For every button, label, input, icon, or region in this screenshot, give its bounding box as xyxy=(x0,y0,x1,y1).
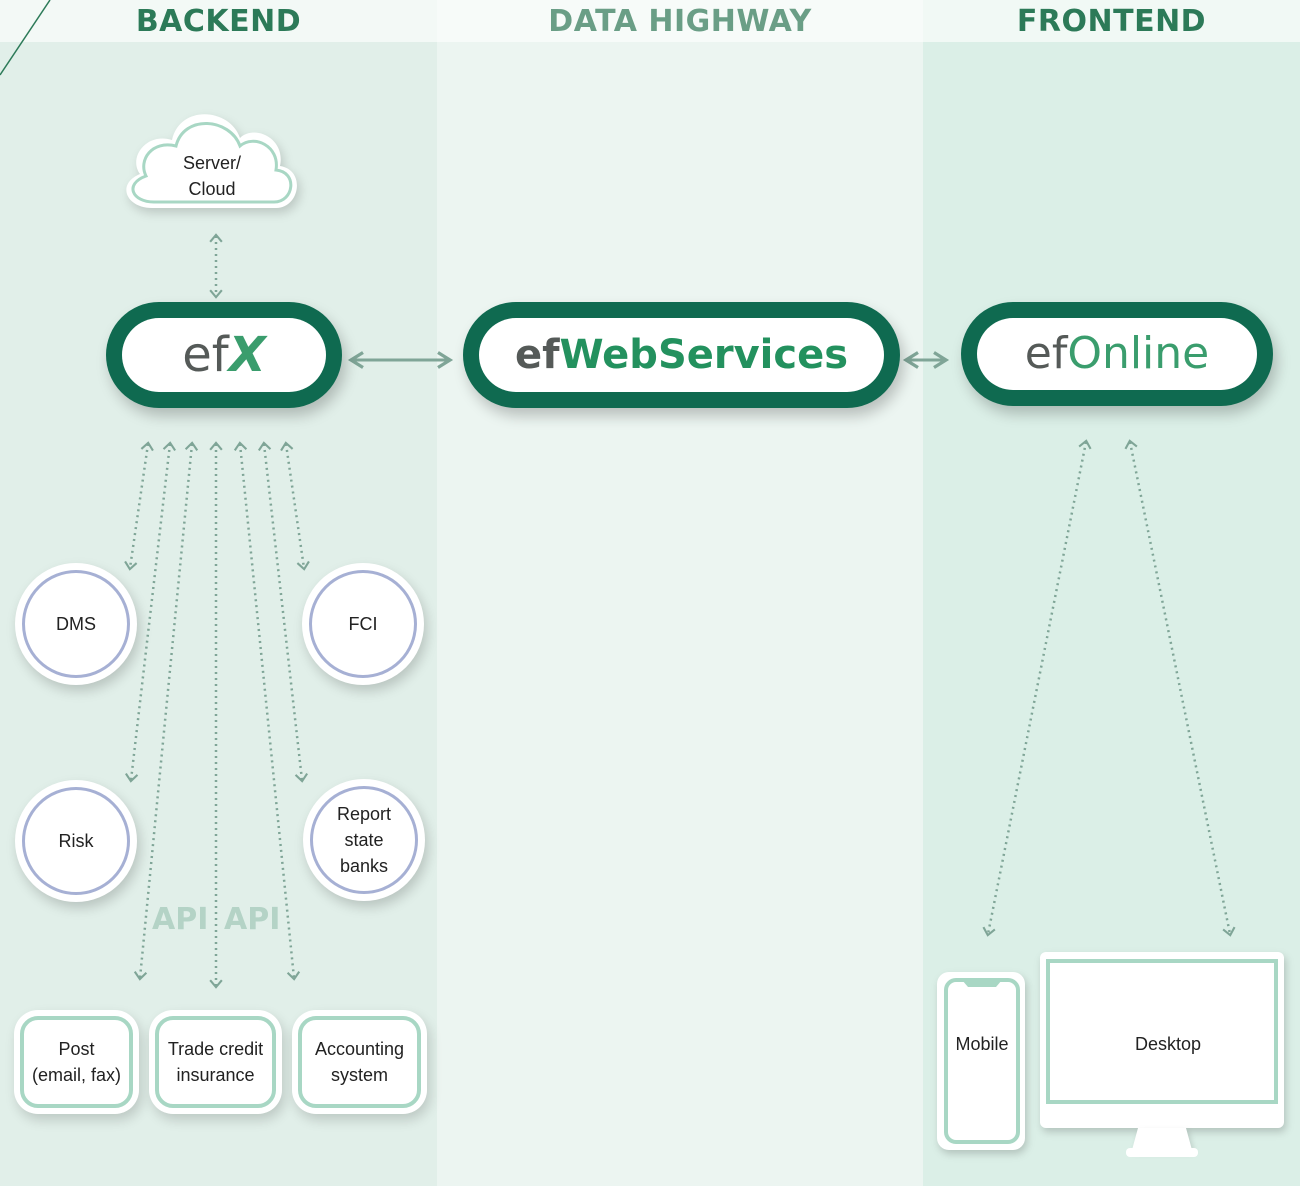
api-label-left: API xyxy=(152,902,209,937)
fci-label: FCI xyxy=(309,570,417,678)
trade-credit-insurance-integration: Trade credit insurance xyxy=(149,1010,282,1114)
heading-band xyxy=(0,0,437,42)
efx-fci-connector xyxy=(280,441,310,571)
report-line-3: banks xyxy=(339,856,389,876)
mobile-device-icon xyxy=(937,972,1025,1150)
report-state-banks-module: Report state banks xyxy=(303,779,425,901)
dms-label: DMS xyxy=(22,570,130,678)
efwebservices-node: efWebServices xyxy=(463,302,900,408)
efx-post-connector xyxy=(133,441,199,981)
data-highway-heading: DATA HIGHWAY xyxy=(548,4,812,39)
efonline-logo: efOnline xyxy=(977,318,1257,390)
efx-node: efX xyxy=(106,302,342,408)
post-line-2: (email, fax) xyxy=(31,1065,121,1085)
online-mobile-connector xyxy=(982,439,1092,937)
efx-accounting-connector xyxy=(233,441,301,981)
efonline-logo-text: efOnline xyxy=(1025,332,1210,376)
server-line-1: Server/ xyxy=(182,153,242,173)
data-highway-column: DATA HIGHWAY xyxy=(437,0,923,1186)
backend-heading: BACKEND xyxy=(135,4,302,39)
risk-label: Risk xyxy=(22,787,130,895)
frontend-heading: FRONTEND xyxy=(1016,4,1207,39)
trade-line-2: insurance xyxy=(176,1065,255,1085)
post-label: Post (email, fax) xyxy=(20,1016,133,1108)
api-label-right: API xyxy=(224,902,281,937)
accounting-line-2: system xyxy=(330,1065,388,1085)
trade-line-1: Trade credit xyxy=(167,1039,264,1059)
efonline-logo-prefix: ef xyxy=(1024,328,1068,379)
efx-logo-prefix: ef xyxy=(182,327,229,383)
efx-report-connector xyxy=(257,441,309,783)
risk-module: Risk xyxy=(15,780,137,902)
online-desktop-connector xyxy=(1124,439,1236,937)
accounting-line-1: Accounting xyxy=(314,1039,405,1059)
efx-logo-mark: X xyxy=(228,327,266,383)
heading-band xyxy=(923,0,1300,42)
corner-line xyxy=(0,0,51,76)
accounting-system-integration: Accounting system xyxy=(292,1010,427,1114)
accounting-label: Accounting system xyxy=(298,1016,421,1108)
fci-module: FCI xyxy=(302,563,424,685)
report-label: Report state banks xyxy=(310,786,418,894)
server-cloud-shape xyxy=(126,114,297,208)
efwebservices-logo-prefix: ef xyxy=(514,332,560,378)
server-line-2: Cloud xyxy=(188,179,236,199)
efx-dms-connector xyxy=(124,441,154,571)
trade-label: Trade credit insurance xyxy=(155,1016,276,1108)
efwebservices-logo: efWebServices xyxy=(479,318,884,392)
dms-module: DMS xyxy=(15,563,137,685)
post-integration: Post (email, fax) xyxy=(14,1010,139,1114)
heading-band xyxy=(437,0,923,42)
efx-logo: efX xyxy=(122,318,326,392)
efonline-logo-main: Online xyxy=(1067,328,1210,379)
server-cloud-label: Server/ Cloud xyxy=(160,150,264,202)
efwebservices-logo-text: efWebServices xyxy=(515,335,848,375)
desktop-monitor-icon xyxy=(1040,952,1284,1157)
efx-logo-text: efX xyxy=(182,331,265,379)
report-line-2: state xyxy=(344,830,384,850)
post-line-1: Post xyxy=(58,1039,95,1059)
efx-risk-connector xyxy=(124,441,177,783)
mobile-label: Mobile xyxy=(955,1034,1009,1054)
desktop-label: Desktop xyxy=(1134,1034,1202,1054)
efwebservices-logo-main: WebServices xyxy=(559,332,849,378)
efonline-node: efOnline xyxy=(961,302,1273,406)
report-line-1: Report xyxy=(336,804,392,824)
